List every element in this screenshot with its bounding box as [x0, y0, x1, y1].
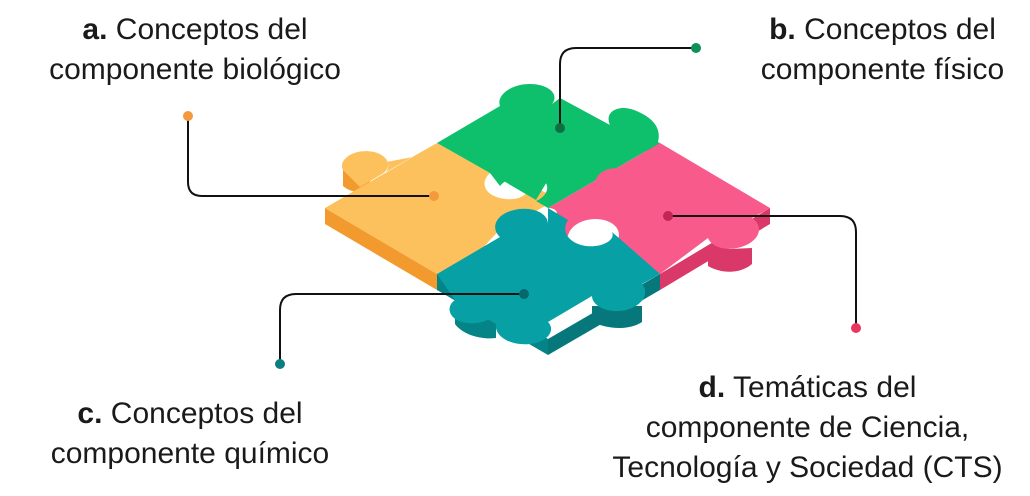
pink-piece [548, 143, 770, 274]
dot-d-end [851, 323, 861, 333]
label-chemical-component: c. Conceptos del componente químico [0, 394, 380, 474]
label-d-line3: Tecnología y Sociedad (CTS) [612, 451, 1003, 484]
label-a-key: a. [82, 13, 108, 46]
yellow-piece-side [325, 208, 437, 290]
connector-lines [187, 47, 857, 364]
dot-c-end [519, 289, 529, 299]
green-piece [437, 84, 660, 208]
label-d-line1: Temáticas del [733, 371, 917, 404]
label-c-key: c. [77, 397, 103, 430]
label-cts-component: d. Temáticas del componente de Ciencia, … [585, 368, 1030, 488]
yellow-piece [325, 143, 560, 275]
dot-c-start [275, 359, 285, 369]
label-biological-component: a. Conceptos del componente biológico [0, 10, 390, 90]
label-d-line2: componente de Ciencia, [645, 411, 970, 444]
label-c-line2: componente químico [50, 437, 330, 470]
dot-b-start [691, 43, 701, 53]
connector-b [559, 47, 696, 128]
label-c-line1: Conceptos del [110, 397, 303, 430]
label-d-key: d. [698, 371, 726, 404]
label-physical-component: b. Conceptos del componente físico [735, 10, 1030, 90]
label-b-key: b. [769, 13, 796, 46]
connector-dots [183, 43, 861, 369]
dot-d-start [663, 211, 673, 221]
label-a-line1: Conceptos del [115, 13, 308, 46]
dot-a-end [429, 191, 439, 201]
label-b-line2: componente físico [760, 53, 1005, 86]
label-a-line2: componente biológico [49, 53, 341, 86]
connector-d [668, 215, 857, 328]
connector-a [187, 116, 434, 197]
dot-a-start [183, 111, 193, 121]
label-b-line1: Conceptos del [804, 13, 996, 46]
dot-b-end [555, 123, 565, 133]
connector-c [279, 293, 524, 364]
